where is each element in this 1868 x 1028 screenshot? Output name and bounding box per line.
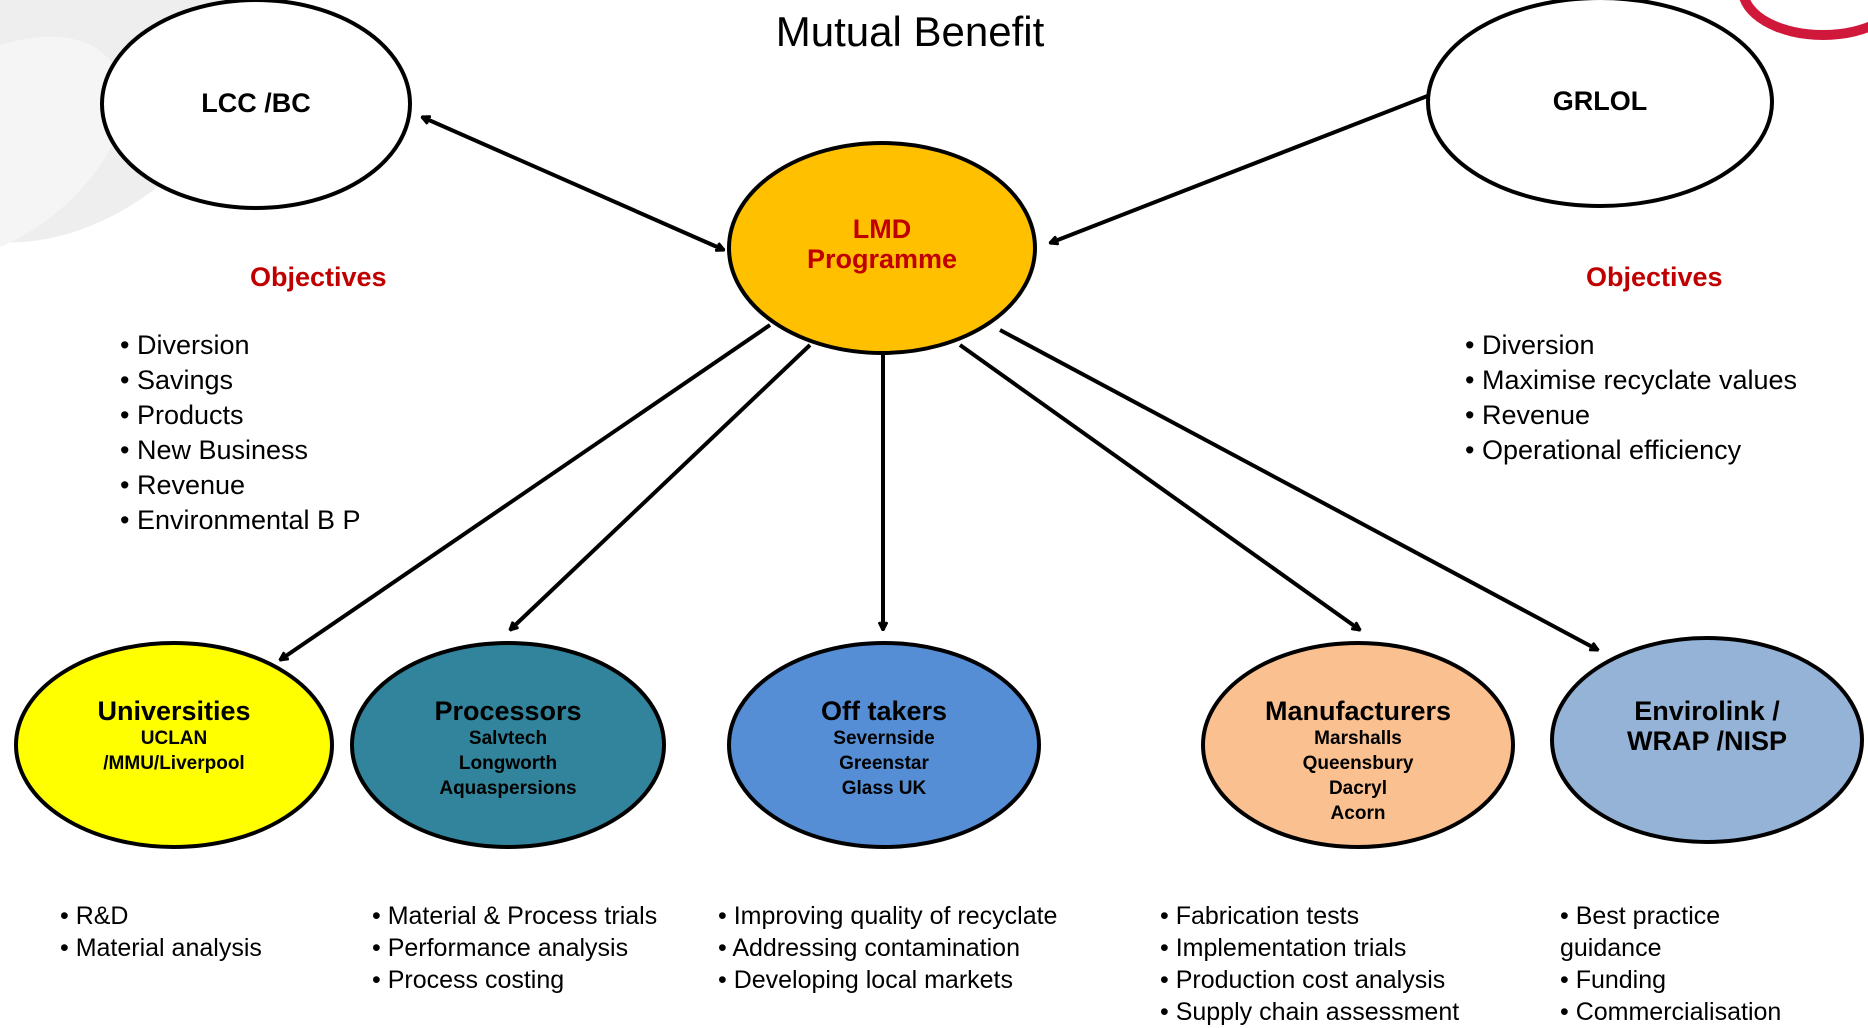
list-item: • Diversion xyxy=(1465,330,1595,360)
list-item: • Implementation trials xyxy=(1160,934,1407,962)
connector-lmd-universities xyxy=(280,323,772,660)
list-item: • Revenue xyxy=(120,470,246,500)
list-item: • Operational efficiency xyxy=(1465,435,1742,465)
list-item: guidance xyxy=(1560,934,1662,962)
benefits-processors: • Material & Process trials • Performanc… xyxy=(372,900,657,996)
partner-sub: Acorn xyxy=(1330,803,1386,824)
list-item: • Production cost analysis xyxy=(1160,966,1446,994)
list-item: • Supply chain assessment xyxy=(1160,998,1460,1026)
partner-title: Processors xyxy=(434,696,582,726)
benefits-off-takers: • Improving quality of recyclate • Addre… xyxy=(718,900,1057,996)
node-lmd-programme xyxy=(727,141,1037,355)
list-item: • Products xyxy=(120,400,244,430)
objectives-right-list: • Diversion • Maximise recyclate values … xyxy=(1465,328,1797,468)
list-item: • Maximise recyclate values xyxy=(1465,365,1798,395)
list-item: • Funding xyxy=(1560,966,1667,994)
partner-sub: Glass UK xyxy=(841,778,927,799)
benefits-universities: • R&D • Material analysis xyxy=(60,900,262,964)
partner-title: Off takers xyxy=(820,696,948,726)
node-off-takers xyxy=(727,641,1041,849)
label-universities: Universities UCLAN /MMU/Liverpool xyxy=(34,696,314,776)
label-envirolink: Envirolink / WRAP /NISP xyxy=(1567,696,1847,756)
list-item: • Material analysis xyxy=(60,934,262,962)
list-item: • Environmental B P xyxy=(120,505,361,535)
partner-sub: Aquaspersions xyxy=(439,778,577,799)
partner-title: Universities xyxy=(97,696,251,726)
connector-grlol-lmd xyxy=(1050,93,1431,243)
list-item: • Material & Process trials xyxy=(372,902,658,930)
label-manufacturers: Manufacturers Marshalls Queensbury Dacry… xyxy=(1218,696,1498,826)
partner-sub: Dacryl xyxy=(1328,778,1388,799)
node-envirolink xyxy=(1550,636,1864,844)
list-item: • Best practice xyxy=(1560,902,1721,930)
label-lmd-programme: LMD Programme xyxy=(762,214,1002,274)
partner-sub: Marshalls xyxy=(1314,728,1402,749)
node-manufacturers xyxy=(1201,641,1515,849)
connectors xyxy=(280,93,1598,660)
partner-sub: Severnside xyxy=(833,728,935,749)
label-grlol: GRLOL xyxy=(1552,86,1648,116)
list-item: • Fabrication tests xyxy=(1160,902,1360,930)
objectives-left-list: • Diversion • Savings • Products • New B… xyxy=(120,328,361,538)
list-item: • R&D xyxy=(60,902,129,930)
label-lcc-bc: LCC /BC xyxy=(201,88,311,118)
list-item: • Revenue xyxy=(1465,400,1591,430)
connector-lcc-lmd xyxy=(422,117,724,250)
benefits-manufacturers: • Fabrication tests • Implementation tri… xyxy=(1160,900,1459,1028)
node-grlol xyxy=(1426,0,1774,208)
benefits-envirolink: • Best practice guidance • Funding • Com… xyxy=(1560,900,1781,1028)
objectives-right-heading: Objectives xyxy=(1586,262,1723,292)
label-off-takers: Off takers Severnside Greenstar Glass UK xyxy=(744,696,1024,801)
list-item: • Savings xyxy=(120,365,234,395)
partner-sub: Longworth xyxy=(458,753,558,774)
list-item: • New Business xyxy=(120,435,309,465)
list-item: • Improving quality of recyclate xyxy=(718,902,1058,930)
partner-sub: Greenstar xyxy=(839,753,929,774)
diagram-title: Mutual Benefit xyxy=(775,8,1045,55)
node-processors xyxy=(350,641,666,849)
label-programme: Programme xyxy=(806,244,958,274)
partner-sub: /MMU/Liverpool xyxy=(103,753,245,774)
partner-sub: Salvtech xyxy=(468,728,548,749)
connector-lmd-envirolink xyxy=(999,328,1598,652)
label-processors: Processors Salvtech Longworth Aquaspersi… xyxy=(368,696,648,801)
list-item: • Process costing xyxy=(372,966,565,994)
list-item: • Commercialisation xyxy=(1560,998,1782,1026)
node-lcc-bc xyxy=(100,0,412,210)
list-item: • Developing local markets xyxy=(718,966,1013,994)
list-item: • Performance analysis xyxy=(372,934,629,962)
label-lmd: LMD xyxy=(852,214,912,244)
objectives-left-heading: Objectives xyxy=(250,262,387,292)
connector-lmd-processors xyxy=(510,343,812,630)
list-item: • Diversion xyxy=(120,330,250,360)
partner-title: Envirolink / xyxy=(1634,696,1780,726)
list-item: • Addressing contamination xyxy=(718,934,1020,962)
partner-sub: Queensbury xyxy=(1302,753,1414,774)
partner-title: WRAP /NISP xyxy=(1626,726,1788,756)
partner-title: Manufacturers xyxy=(1264,696,1452,726)
node-universities xyxy=(14,641,334,849)
connector-lmd-manufacturers xyxy=(958,343,1360,630)
partner-sub: UCLAN xyxy=(140,728,208,749)
